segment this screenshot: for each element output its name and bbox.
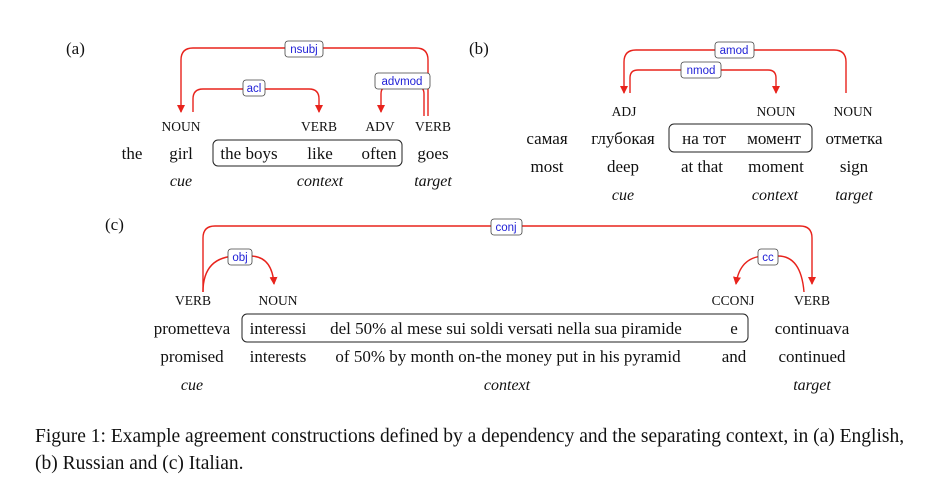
gloss: deep — [607, 157, 639, 176]
role-label-cue: cue — [181, 377, 203, 394]
panel-a-label: (a) — [66, 39, 85, 58]
role-label-cue: cue — [170, 173, 192, 190]
role-label-context: context — [752, 187, 799, 204]
word: на тот — [682, 129, 726, 148]
figure-caption: Figure 1: Example agreement construction… — [35, 426, 905, 474]
gloss: and — [722, 347, 747, 366]
pos-tag: VERB — [301, 119, 337, 134]
word: отметка — [826, 129, 883, 148]
role-label-cue: cue — [612, 187, 634, 204]
word: the boys — [220, 144, 277, 163]
gloss: promised — [160, 347, 224, 366]
pos-tag: VERB — [794, 293, 830, 308]
panel-b: (b) amod nmod ADJ NOUN NOUN самая глубок… — [469, 39, 883, 204]
gloss: moment — [748, 157, 804, 176]
panel-a: (a) nsubj acl advmod NOUN VERB ADV VERB … — [66, 39, 452, 190]
role-label-context: context — [297, 173, 344, 190]
word: момент — [747, 129, 801, 148]
word: самая — [526, 129, 567, 148]
role-label-target: target — [793, 377, 831, 394]
panel-c: (c) conj obj cc VERB NOUN CCONJ VERB pro… — [105, 215, 850, 394]
word: like — [307, 144, 333, 163]
word: the — [122, 144, 143, 163]
role-label-context: context — [484, 377, 531, 394]
pos-tag: VERB — [175, 293, 211, 308]
context-box — [241, 313, 749, 343]
arc-label-acl: acl — [247, 83, 262, 95]
arc-label-nsubj: nsubj — [290, 44, 318, 56]
pos-tag: CCONJ — [712, 293, 755, 308]
gloss: most — [530, 157, 563, 176]
arc-conj — [202, 225, 816, 292]
arc-advmod — [377, 85, 425, 116]
word: e — [730, 319, 738, 338]
arc-label-amod: amod — [720, 45, 749, 57]
word: interessi — [250, 319, 307, 338]
pos-tag: NOUN — [162, 119, 201, 134]
pos-tag: VERB — [415, 119, 451, 134]
arc-label-conj: conj — [495, 222, 516, 234]
pos-tag: ADV — [365, 119, 394, 134]
pos-tag: NOUN — [757, 104, 796, 119]
pos-tag: NOUN — [834, 104, 873, 119]
word: continuava — [775, 319, 850, 338]
context-box — [212, 139, 403, 167]
gloss: at that — [681, 157, 723, 176]
panel-b-label: (b) — [469, 39, 489, 58]
pos-tag: NOUN — [259, 293, 298, 308]
role-label-target: target — [835, 187, 873, 204]
gloss: interests — [250, 347, 307, 366]
gloss: continued — [778, 347, 846, 366]
word: del 50% al mese sui soldi versati nella … — [330, 319, 682, 338]
word: prometteva — [154, 319, 231, 338]
pos-tag: ADJ — [612, 104, 637, 119]
word: глубокая — [591, 129, 655, 148]
arc-label-nmod: nmod — [687, 65, 716, 77]
context-box — [668, 123, 813, 153]
panel-c-label: (c) — [105, 215, 124, 234]
role-label-target: target — [414, 173, 452, 190]
arc-label-obj: obj — [232, 252, 247, 264]
arc-label-cc: cc — [762, 252, 774, 264]
dependency-figure: (a) nsubj acl advmod NOUN VERB ADV VERB … — [66, 39, 883, 394]
gloss: of 50% by month on-the money put in his … — [335, 347, 681, 366]
word: girl — [169, 144, 193, 163]
arc-label-advmod: advmod — [382, 76, 423, 88]
word: often — [362, 144, 397, 163]
gloss: sign — [840, 157, 869, 176]
word: goes — [417, 144, 448, 163]
